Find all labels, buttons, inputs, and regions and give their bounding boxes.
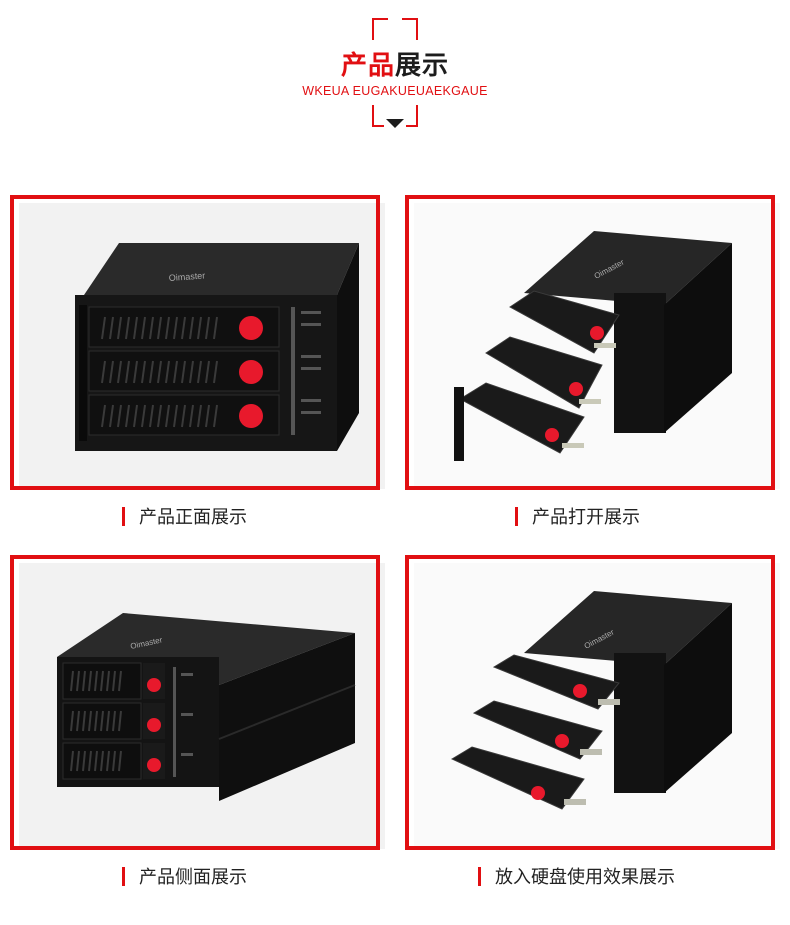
lock-icon — [531, 684, 587, 800]
header-frame-right-top — [416, 18, 418, 40]
header-frame-left-top — [372, 18, 374, 40]
page-title: 产品展示 — [340, 51, 450, 81]
brand-label: Oimaster — [168, 270, 205, 283]
header-frame-left-bottom — [372, 105, 374, 127]
caption-marker — [478, 866, 481, 886]
header-frame-bottom-right — [406, 125, 418, 127]
down-arrow-icon — [386, 119, 404, 128]
product-photo-side: Oimaster — [19, 563, 385, 849]
panel-frame — [405, 195, 775, 490]
panel-frame — [10, 555, 380, 850]
caption-marker — [515, 506, 518, 526]
header-frame-right-bottom — [416, 105, 418, 127]
header-frame-bottom-left — [372, 125, 384, 127]
product-panel-side: Oimaster — [10, 555, 385, 850]
caption-side: 产品侧面展示 — [122, 865, 247, 891]
caption-text: 产品打开展示 — [532, 507, 640, 528]
page-subtitle: WKEUA EUGAKUEUAEKGAUE — [302, 84, 488, 98]
product-photo-front: Oimaster — [19, 203, 385, 489]
caption-text: 产品正面展示 — [139, 507, 247, 528]
caption-text: 放入硬盘使用效果展示 — [495, 867, 675, 888]
hard-drive — [450, 654, 620, 810]
caption-with-drives: 放入硬盘使用效果展示 — [478, 865, 675, 891]
caption-marker — [122, 866, 125, 886]
caption-front: 产品正面展示 — [122, 505, 247, 531]
header-frame-top-left — [372, 18, 388, 20]
product-panel-front: Oimaster — [10, 195, 385, 490]
panel-frame — [10, 195, 380, 490]
panel-frame — [405, 555, 775, 850]
product-panel-open: Oimaster — [405, 195, 780, 490]
caption-open: 产品打开展示 — [515, 505, 640, 531]
caption-marker — [122, 506, 125, 526]
product-panel-with-drives: Oimaster — [405, 555, 780, 850]
product-photo-open: Oimaster — [414, 203, 780, 489]
product-photo-with-drives: Oimaster — [414, 563, 780, 849]
caption-text: 产品侧面展示 — [139, 867, 247, 888]
header-frame-top-right — [402, 18, 418, 20]
lock-icon — [147, 678, 161, 772]
lock-icon — [545, 326, 604, 442]
lock-icon — [239, 316, 263, 428]
